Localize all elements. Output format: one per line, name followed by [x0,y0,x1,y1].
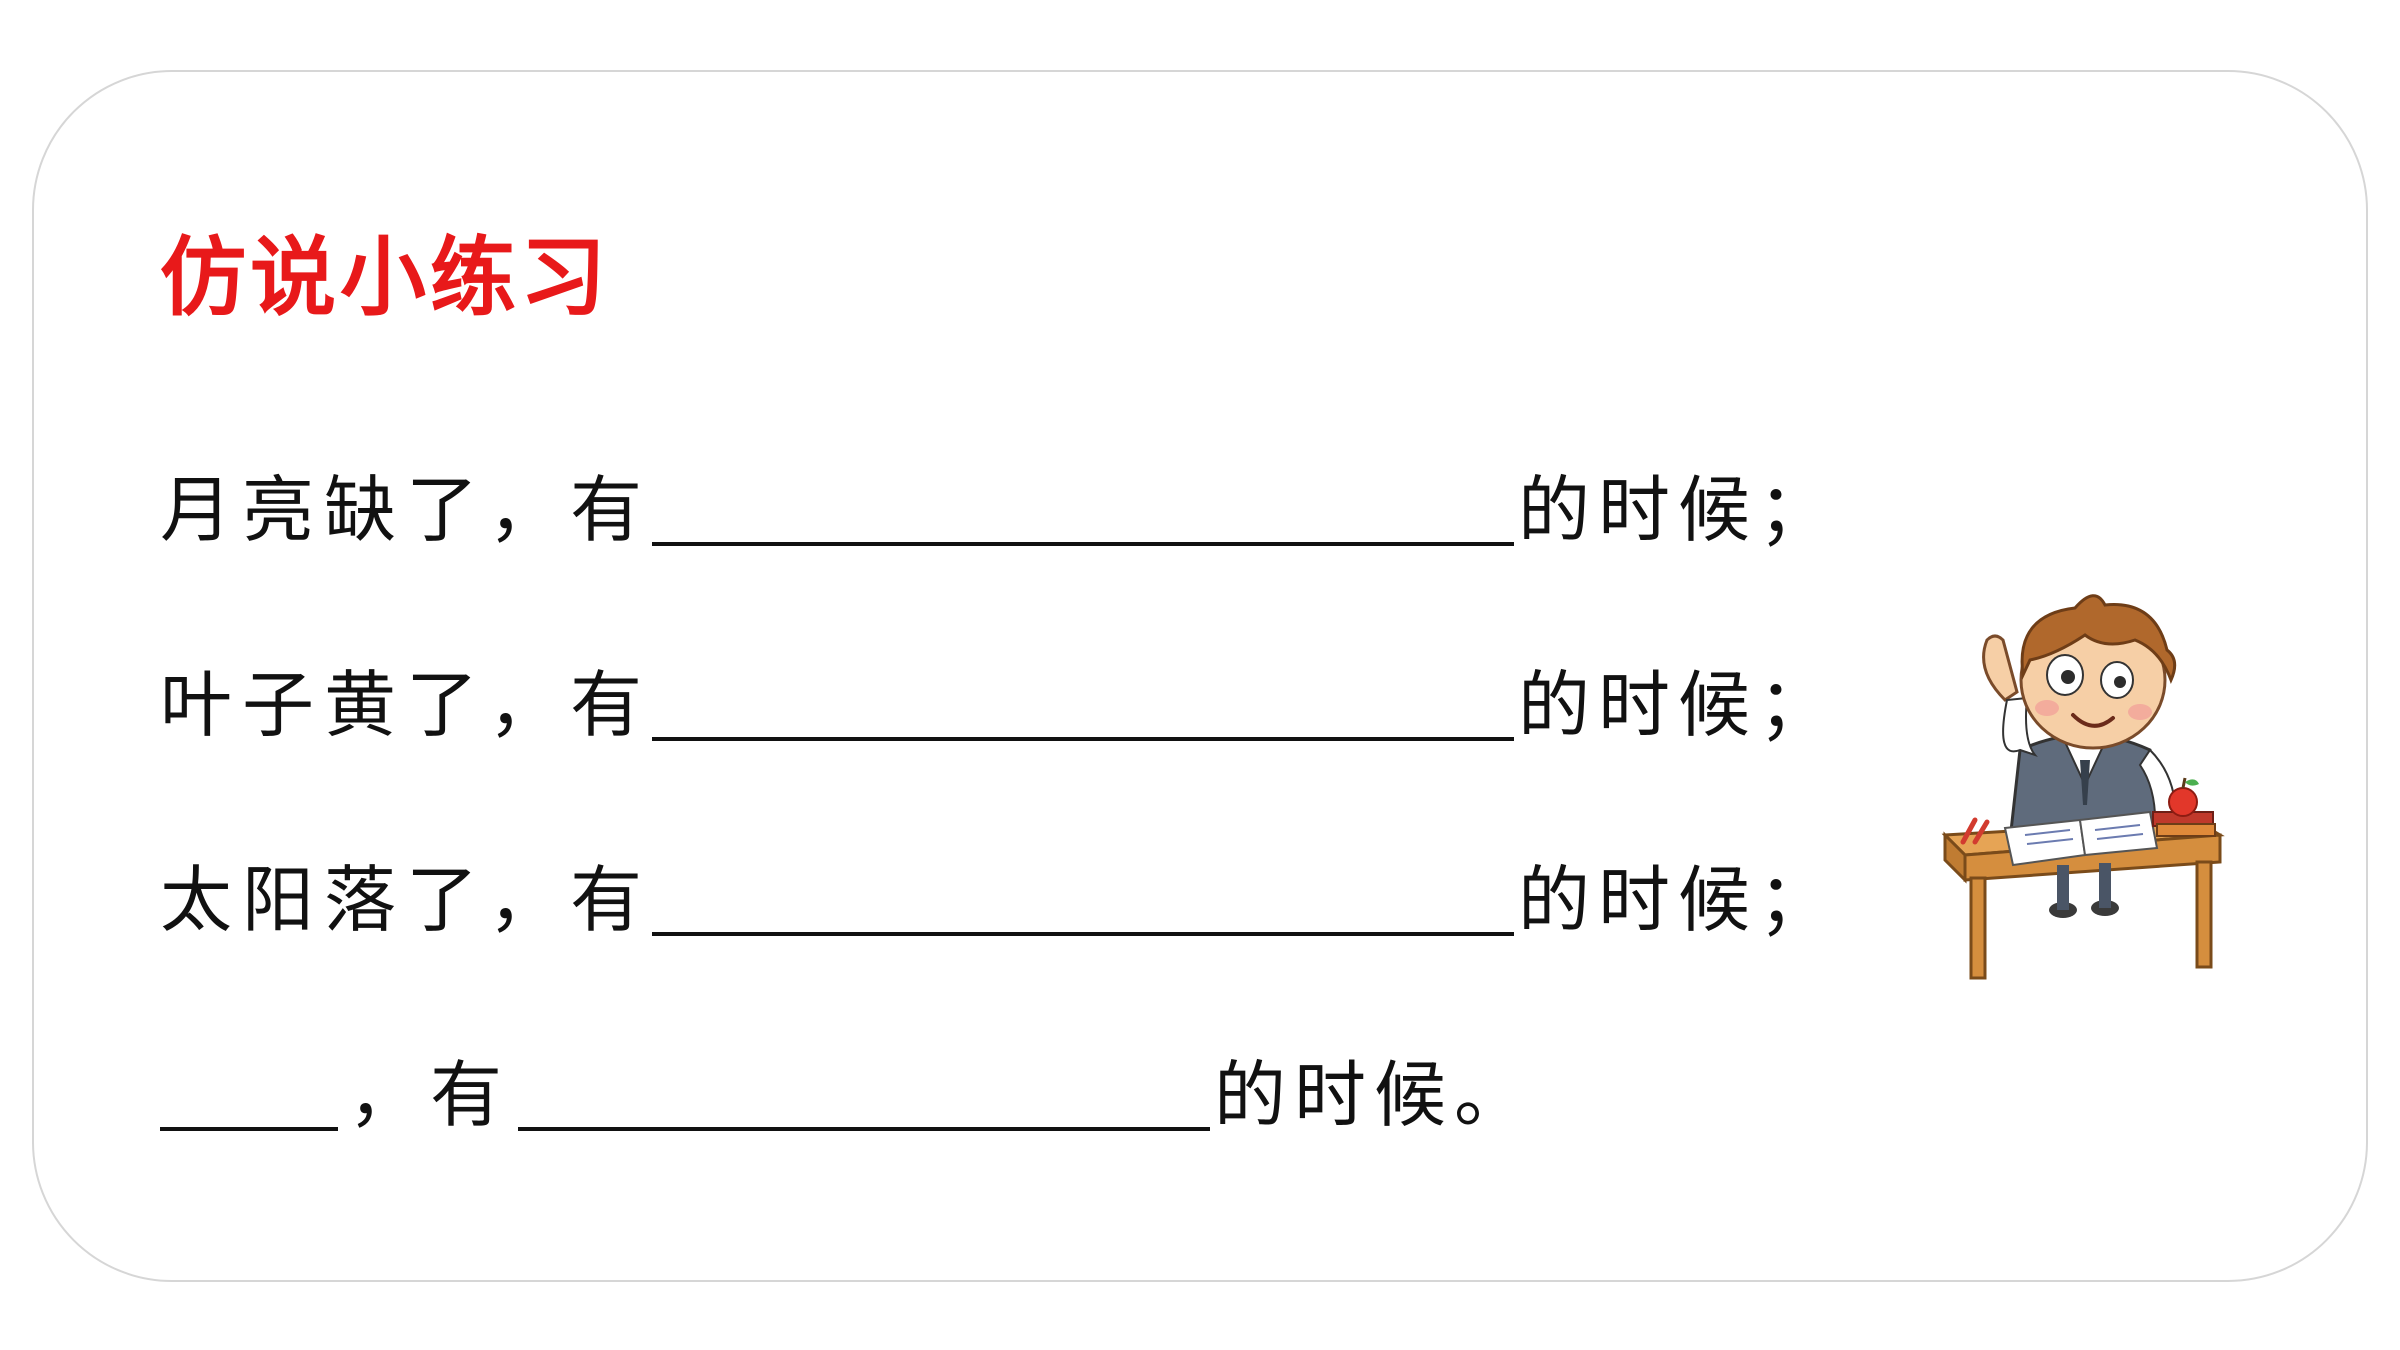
answer-blank[interactable] [652,659,1515,741]
exercise-line-2: 叶子黄了，有 的时候； [160,655,1838,755]
pencil-icon [1960,817,1990,845]
line-prefix: 太阳落了，有 [160,858,653,942]
line-prefix: 月亮缺了，有 [160,468,653,552]
line-suffix: 的时候； [1518,663,1839,747]
page-title: 仿说小练习 [160,228,610,328]
answer-blank-subject[interactable] [160,1049,338,1131]
desk-leg [1969,876,1987,980]
exercise-line-3: 太阳落了，有 的时候； [160,850,1838,950]
line-suffix: 的时候； [1518,468,1839,552]
student-hair [2020,594,2177,684]
student-at-desk-illustration [1941,594,2225,980]
apple-icon [2168,787,2198,817]
answer-blank[interactable] [518,1049,1211,1131]
line-suffix: 的时候。 [1214,1053,1535,1137]
exercise-line-1: 月亮缺了，有 的时候； [160,460,1838,560]
line-suffix: 的时候； [1518,858,1839,942]
smile [2071,713,2115,728]
answer-blank[interactable] [652,464,1515,546]
line-prefix: 叶子黄了，有 [160,663,653,747]
exercise-line-4: ，有 的时候。 [160,1045,1534,1145]
answer-blank[interactable] [652,854,1515,936]
exercise-card [32,70,2368,1282]
line-middle: ，有 [348,1053,513,1137]
left-sleeve [2002,696,2038,758]
desk-leg [2195,860,2213,969]
tie [2080,760,2090,805]
raised-hand [1982,634,2019,702]
